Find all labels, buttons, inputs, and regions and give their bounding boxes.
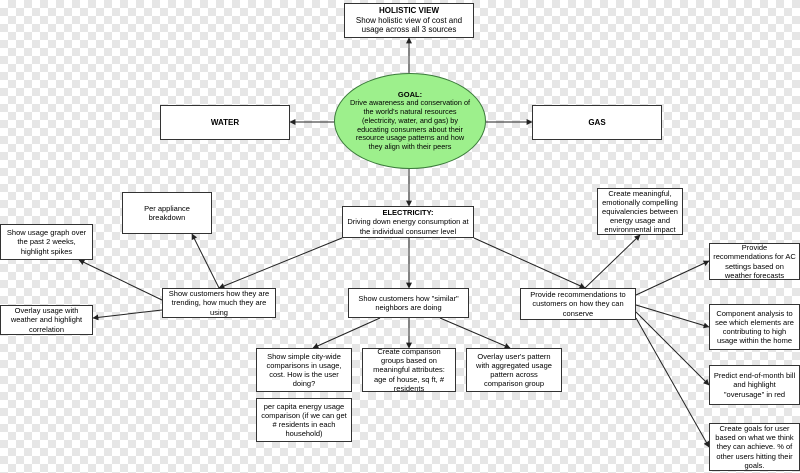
goals-node: Create goals for user based on what we t… — [709, 423, 800, 471]
holistic-view-node: HOLISTIC VIEW Show holistic view of cost… — [344, 3, 474, 38]
per-capita-node: per capita energy usage comparison (if w… — [256, 398, 352, 442]
arrow-similar-to-city-wide — [312, 317, 381, 349]
city-wide-node: Show simple city-wide comparisons in usa… — [256, 348, 352, 392]
gas-title: GAS — [588, 117, 606, 127]
arrow-electricity-to-trending — [218, 237, 343, 289]
similar-text: Show customers how "similar" neighbors a… — [358, 293, 459, 312]
usage-graph-node: Show usage graph over the past 2 weeks, … — [0, 224, 93, 260]
arrow-recommendations-to-goals — [635, 317, 710, 448]
goals-text: Create goals for user based on what we t… — [715, 424, 794, 470]
goal-node: GOAL: Drive awareness and conservation o… — [334, 73, 486, 169]
ac-settings-text: Provide recommendations for AC settings … — [713, 243, 796, 280]
component-analysis-node: Component analysis to see which elements… — [709, 304, 800, 350]
gas-node: GAS — [532, 105, 662, 140]
predict-bill-node: Predict end-of-month bill and highlight … — [709, 365, 800, 405]
arrow-recommendations-to-equivalencies — [584, 234, 641, 289]
arrow-similar-to-overlay-pattern — [439, 317, 511, 349]
arrow-electricity-to-recommendations — [473, 237, 586, 289]
water-title: WATER — [210, 117, 240, 127]
per-capita-text: per capita energy usage comparison (if w… — [261, 401, 347, 439]
overlay-weather-node: Overlay usage with weather and highlight… — [0, 305, 93, 335]
recommendations-node: Provide recommendations to customers on … — [520, 288, 636, 320]
arrow-trending-to-overlay-weather — [92, 309, 163, 321]
component-analysis-text: Component analysis to see which elements… — [715, 308, 794, 346]
arrow-recommendations-to-predict-bill — [635, 311, 710, 386]
goal-text: Drive awareness and conservation of the … — [349, 98, 471, 151]
holistic-view-title: HOLISTIC VIEW — [379, 5, 439, 15]
electricity-text: Driving down energy consumption at the i… — [347, 217, 469, 236]
comparison-groups-node: Create comparison groups based on meanin… — [362, 348, 456, 392]
similar-node: Show customers how "similar" neighbors a… — [348, 288, 469, 318]
goal-title: GOAL: — [397, 90, 423, 100]
per-appliance-node: Per appliance breakdown — [122, 192, 212, 234]
overlay-weather-text: Overlay usage with weather and highlight… — [10, 306, 83, 334]
trending-node: Show customers how they are trending, ho… — [162, 288, 276, 318]
trending-text: Show customers how they are trending, ho… — [168, 289, 270, 317]
per-appliance-text: Per appliance breakdown — [144, 203, 190, 222]
arrow-recommendations-to-ac-settings — [635, 260, 710, 296]
electricity-node: ELECTRICITY: Driving down energy consump… — [342, 206, 474, 238]
holistic-view-text: Show holistic view of cost and usage acr… — [355, 15, 463, 35]
arrow-recommendations-to-component-analysis — [635, 304, 710, 329]
overlay-pattern-node: Overlay user's pattern with aggregated u… — [466, 348, 562, 392]
equivalencies-text: Create meaningful, emotionally compellin… — [602, 188, 678, 235]
comparison-groups-text: Create comparison groups based on meanin… — [373, 348, 445, 392]
ac-settings-node: Provide recommendations for AC settings … — [709, 243, 800, 280]
predict-bill-text: Predict end-of-month bill and highlight … — [713, 371, 796, 399]
usage-graph-text: Show usage graph over the past 2 weeks, … — [6, 228, 87, 256]
equivalencies-node: Create meaningful, emotionally compellin… — [597, 188, 683, 235]
arrow-trending-to-per-appliance — [191, 233, 220, 289]
electricity-title: ELECTRICITY: — [382, 208, 434, 218]
overlay-pattern-text: Overlay user's pattern with aggregated u… — [476, 351, 552, 389]
water-node: WATER — [160, 105, 290, 140]
arrow-trending-to-usage-graph — [78, 259, 163, 301]
city-wide-text: Show simple city-wide comparisons in usa… — [266, 351, 342, 389]
recommendations-text: Provide recommendations to customers on … — [530, 290, 626, 318]
